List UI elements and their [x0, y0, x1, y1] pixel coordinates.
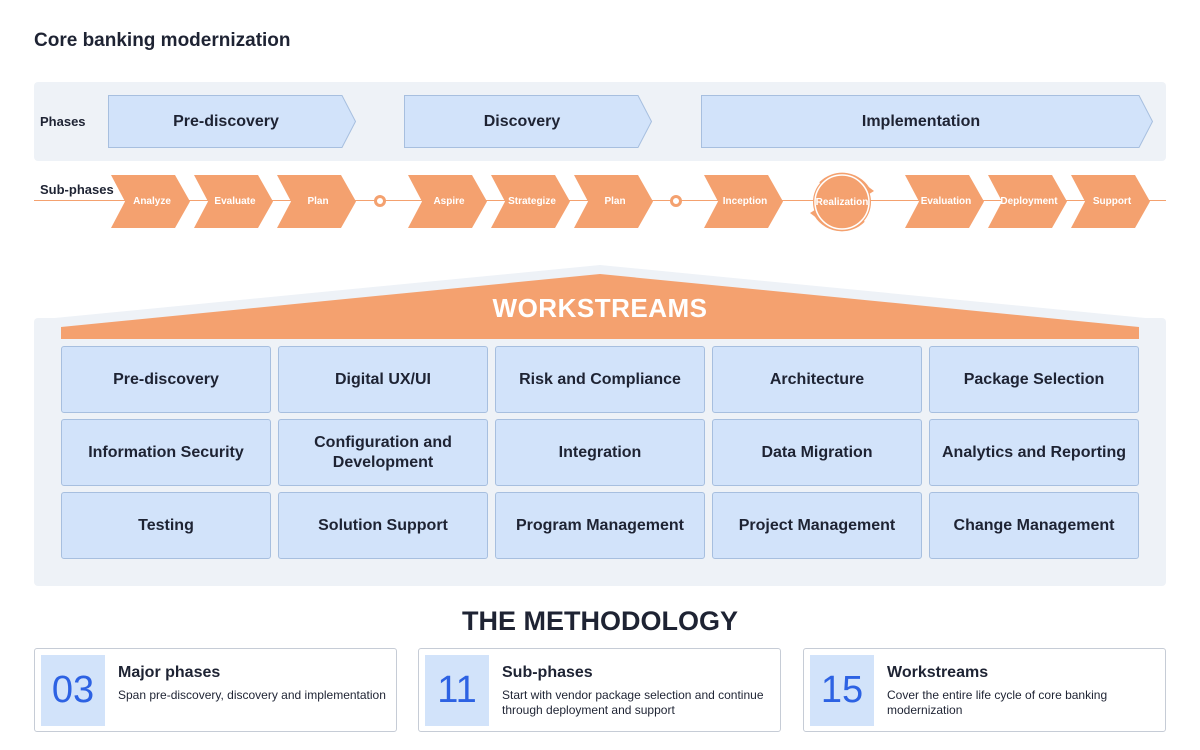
- subphase-label: Plan: [604, 196, 626, 207]
- subphase-aspire: Aspire: [408, 175, 487, 228]
- workstream-integration: Integration: [495, 419, 705, 486]
- card-description: Start with vendor package selection and …: [502, 688, 764, 717]
- subphase-plan-discovery: Plan: [574, 175, 653, 228]
- workstream-digital-ux-ui: Digital UX/UI: [278, 346, 488, 413]
- card-title: Sub-phases: [502, 664, 593, 681]
- card-number: 11: [425, 655, 489, 726]
- phases-label: Phases: [40, 114, 86, 129]
- workstream-change-management: Change Management: [929, 492, 1139, 559]
- workstream-testing: Testing: [61, 492, 271, 559]
- workstream-solution-support: Solution Support: [278, 492, 488, 559]
- subphase-label: Inception: [722, 196, 768, 207]
- phase-separator-dot: [374, 195, 386, 207]
- subphase-evaluate: Evaluate: [194, 175, 273, 228]
- card-description: Cover the entire life cycle of core bank…: [887, 688, 1108, 717]
- subphases-label: Sub-phases: [40, 182, 114, 197]
- subphase-label: Evaluate: [214, 196, 256, 207]
- workstream-project-management: Project Management: [712, 492, 922, 559]
- phase-label: Discovery: [483, 112, 561, 130]
- subphase-label: Analyze: [133, 196, 171, 207]
- subphase-deployment: Deployment: [988, 175, 1067, 228]
- workstream-analytics-reporting: Analytics and Reporting: [929, 419, 1139, 486]
- workstreams-title: WORKSTREAMS: [492, 293, 708, 323]
- card-description: Span pre-discovery, discovery and implem…: [118, 688, 386, 702]
- subphase-support: Support: [1071, 175, 1150, 228]
- subphase-label: Aspire: [433, 196, 465, 207]
- phase-implementation: Implementation: [701, 95, 1153, 148]
- subphase-label: Realization: [815, 196, 869, 208]
- phase-pre-discovery: Pre-discovery: [108, 95, 356, 148]
- page-title: Core banking modernization: [34, 30, 291, 51]
- card-number: 03: [41, 655, 105, 726]
- subphase-inception: Inception: [704, 175, 783, 228]
- subphase-plan: Plan: [277, 175, 356, 228]
- workstream-risk-compliance: Risk and Compliance: [495, 346, 705, 413]
- phase-label: Implementation: [861, 112, 981, 130]
- workstream-information-security: Information Security: [61, 419, 271, 486]
- subphase-label: Deployment: [1000, 196, 1058, 207]
- phase-label: Pre-discovery: [173, 112, 279, 130]
- subphase-label: Plan: [307, 196, 329, 207]
- card-number: 15: [810, 655, 874, 726]
- workstream-program-management: Program Management: [495, 492, 705, 559]
- subphase-label: Support: [1092, 196, 1132, 207]
- card-title: Workstreams: [887, 664, 989, 681]
- subphase-label: Strategize: [508, 196, 556, 207]
- phase-discovery: Discovery: [404, 95, 652, 148]
- methodology-title: THE METHODOLOGY: [462, 606, 738, 636]
- workstream-configuration-development: Configuration and Development: [278, 419, 488, 486]
- cycle-icon: [810, 172, 874, 232]
- subphase-label: Evaluation: [920, 196, 972, 207]
- phase-arrow-shape: [404, 95, 652, 148]
- methodology-card-subphases: 11 Sub-phases Start with vendor package …: [418, 648, 781, 732]
- workstreams-grid: Pre-discovery Digital UX/UI Risk and Com…: [61, 346, 1139, 559]
- card-title: Major phases: [118, 664, 221, 681]
- subphase-realization: Realization: [808, 169, 876, 235]
- subphase-evaluation: Evaluation: [905, 175, 984, 228]
- workstream-architecture: Architecture: [712, 346, 922, 413]
- methodology-card-workstreams: 15 Workstreams Cover the entire life cyc…: [803, 648, 1166, 732]
- workstream-pre-discovery: Pre-discovery: [61, 346, 271, 413]
- phase-arrow-shape: [108, 95, 356, 148]
- subphase-strategize: Strategize: [491, 175, 570, 228]
- methodology-card-phases: 03 Major phases Span pre-discovery, disc…: [34, 648, 397, 732]
- workstream-package-selection: Package Selection: [929, 346, 1139, 413]
- phase-arrow-shape: [701, 95, 1153, 148]
- subphase-analyze: Analyze: [111, 175, 190, 228]
- workstream-data-migration: Data Migration: [712, 419, 922, 486]
- workstreams-roof: [61, 274, 1139, 339]
- phase-separator-dot: [670, 195, 682, 207]
